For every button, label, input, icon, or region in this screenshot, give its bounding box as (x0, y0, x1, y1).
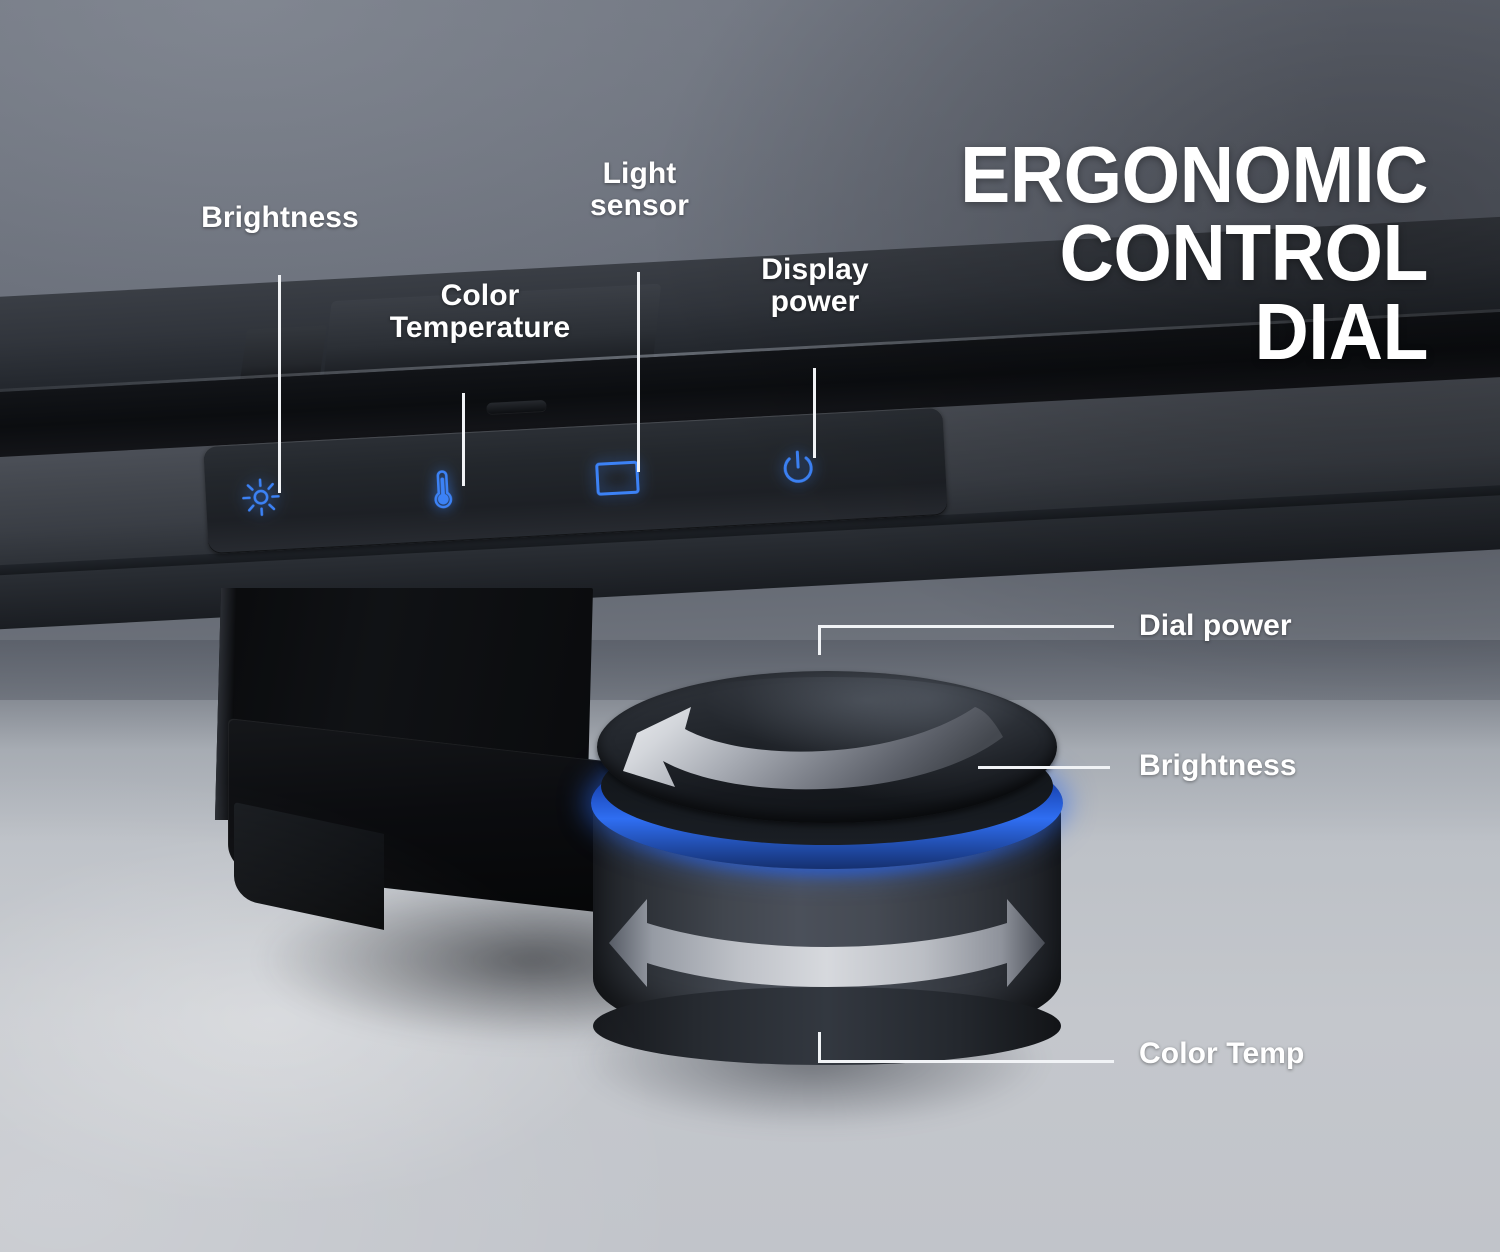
dial-body-base (593, 987, 1061, 1065)
leader-line-color-temp-dial (818, 1060, 1114, 1063)
leader-line-color-temperature-top (462, 393, 465, 486)
callout-label-dial-power: Dial power (1139, 609, 1292, 642)
control-panel-strip (203, 406, 948, 555)
leader-tick-dial-power (818, 625, 821, 655)
page-title-line-1: ERGONOMIC (960, 130, 1428, 219)
page-title: ERGONOMIC CONTROL DIAL (845, 130, 1429, 376)
page-title-line-3: DIAL (1254, 286, 1428, 376)
page-title-line-2: CONTROL (1059, 208, 1429, 298)
leader-line-display-power-top (813, 368, 816, 458)
power-icon (776, 446, 820, 490)
control-dial[interactable] (505, 665, 1145, 1155)
color-temperature-button[interactable] (404, 449, 482, 527)
rotate-bidirectional-arrow (589, 855, 1065, 1055)
leader-tick-color-temp-dial (818, 1032, 821, 1062)
leader-line-dial-power (818, 625, 1114, 628)
leader-line-brightness-top (278, 275, 281, 493)
light-sensor-button[interactable] (579, 439, 657, 517)
callout-label-color-temp-dial: Color Temp (1139, 1037, 1305, 1070)
rotate-counter-clockwise-arrow (589, 675, 1065, 865)
callout-label-display-power-top: Display power (761, 253, 869, 318)
control-icon-row (203, 407, 948, 554)
callout-label-brightness-dial: Brightness (1139, 749, 1297, 782)
leader-line-light-sensor-top (637, 272, 640, 472)
display-rectangle-icon (594, 459, 642, 497)
brightness-button[interactable] (222, 458, 300, 536)
monitor-bezel (0, 213, 1500, 632)
display-power-button[interactable] (759, 430, 837, 508)
callout-label-brightness-top: Brightness (201, 201, 359, 234)
thermometer-icon (422, 463, 463, 513)
brightness-sun-icon (238, 474, 284, 520)
callout-label-color-temperature-top: Color Temperature (389, 279, 571, 344)
leader-line-brightness-dial (978, 766, 1110, 769)
callout-label-light-sensor-top: Light sensor (590, 157, 689, 222)
